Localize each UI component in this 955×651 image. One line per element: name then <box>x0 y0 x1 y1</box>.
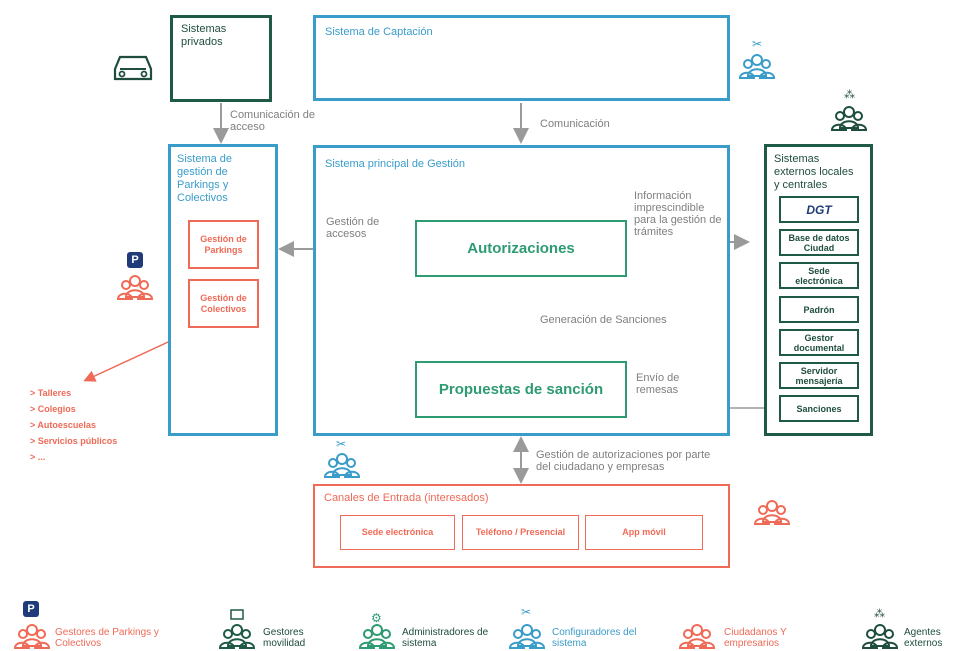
colectivos-list: > Talleres > Colegios > Autoescuelas > S… <box>30 385 117 465</box>
list-item: > ... <box>30 452 46 462</box>
gestion-accesos-label: Gestión de accesos <box>326 216 380 240</box>
configuradores-people-icon <box>739 54 775 79</box>
servidor-mensajeria-box[interactable]: Servidor mensajería <box>779 362 859 389</box>
canal-app-movil-label: App móvil <box>622 527 666 537</box>
screen-icon <box>230 609 244 620</box>
sistema-principal-title: Sistema principal de Gestión <box>325 158 466 170</box>
sistema-captacion-box: Sistema de Captación <box>313 15 730 101</box>
list-item: > Colegios <box>30 404 76 414</box>
sanciones-label: Sanciones <box>796 403 842 414</box>
list-item: > Talleres <box>30 388 72 398</box>
sanciones-box[interactable]: Sanciones <box>779 395 859 422</box>
propuestas-sancion-label: Propuestas de sanción <box>438 381 604 398</box>
canal-telefono-presencial-label: Teléfono / Presencial <box>475 527 566 537</box>
legend-administradores: Administradores de sistema <box>402 627 489 649</box>
sede-electronica-ext-label: Sede electrónica <box>795 265 843 286</box>
comunicacion-label: Comunicación <box>540 118 610 130</box>
sistemas-externos-title: Sistemas externos locales y centrales <box>774 153 854 191</box>
legend-ciudadanos: Ciudadanos Y empresarios <box>724 627 787 649</box>
legend-gestores-parkings: Gestores de Parkings y Colectivos <box>55 627 159 649</box>
configuradores-people-icon <box>324 453 360 478</box>
sistemas-privados-title: Sistemas privados <box>181 23 227 48</box>
envio-remesas-label: Envío de remesas <box>636 372 680 396</box>
legend-gestores-movilidad: Gestores movilidad <box>263 627 306 649</box>
gestores-parkings-people-icon <box>117 275 153 300</box>
autorizaciones-box[interactable]: Autorizaciones <box>415 220 627 277</box>
wrench-icon: ✂ <box>521 605 531 619</box>
car-icon <box>113 55 153 81</box>
legend-agentes: Agentes externos <box>904 627 943 649</box>
legend-administradores-icon <box>359 624 395 649</box>
generacion-sanciones-label: Generación de Sanciones <box>540 314 667 326</box>
canal-sede-electronica-label: Sede electrónica <box>361 527 434 537</box>
legend-configuradores: Configuradores del sistema <box>552 627 637 649</box>
padron-box[interactable]: Padrón <box>779 296 859 323</box>
gestor-documental-label: Gestor documental <box>793 332 845 353</box>
gestor-documental-box[interactable]: Gestor documental <box>779 329 859 356</box>
propuestas-sancion-box[interactable]: Propuestas de sanción <box>415 361 627 418</box>
base-datos-ciudad-label: Base de datos Ciudad <box>788 232 850 253</box>
gear-icon: ⚙ <box>371 611 382 625</box>
legend-configuradores-icon <box>509 624 545 649</box>
gestion-autorizaciones-label: Gestión de autorizaciones por parte del … <box>536 449 711 473</box>
list-item: > Autoescuelas <box>30 420 96 430</box>
parking-badge: P <box>127 252 143 268</box>
gestion-colectivos-label: Gestión de Colectivos <box>200 292 247 314</box>
servidor-mensajeria-label: Servidor mensajería <box>795 365 843 386</box>
canal-telefono-presencial[interactable]: Teléfono / Presencial <box>462 515 579 550</box>
gestion-parkings-box[interactable]: Gestión de Parkings <box>188 220 259 269</box>
agentes-externos-people-icon <box>831 106 867 131</box>
canal-sede-electronica[interactable]: Sede electrónica <box>340 515 455 550</box>
list-item: > Servicios públicos <box>30 436 118 446</box>
gestion-parkings-label: Gestión de Parkings <box>200 233 247 255</box>
parkings-colectivos-title: Sistema de gestión de Parkings y Colecti… <box>177 153 233 204</box>
parking-badge: P <box>23 601 39 617</box>
legend-gestores-parkings-icon <box>14 624 50 649</box>
canal-app-movil[interactable]: App móvil <box>585 515 703 550</box>
sistemas-privados-box: Sistemas privados <box>170 15 272 102</box>
canales-entrada-title: Canales de Entrada (interesados) <box>324 492 489 504</box>
informacion-label: Información imprescindible para la gesti… <box>634 190 722 238</box>
gestion-colectivos-box[interactable]: Gestión de Colectivos <box>188 279 259 328</box>
base-datos-ciudad-box[interactable]: Base de datos Ciudad <box>779 229 859 256</box>
legend-agentes-icon <box>862 624 898 649</box>
legend-gestores-movilidad-icon <box>219 624 255 649</box>
wrench-icon: ✂ <box>336 437 346 451</box>
autorizaciones-label: Autorizaciones <box>467 240 575 257</box>
wrench-icon: ✂ <box>752 37 762 51</box>
network-icon: ⁂ <box>874 607 885 620</box>
dgt-logo: DGT <box>806 202 832 217</box>
sistemas-externos-box: Sistemas externos locales y centrales <box>764 144 873 436</box>
padron-label: Padrón <box>803 304 835 315</box>
sistema-captacion-title: Sistema de Captación <box>325 26 433 38</box>
dgt-logo-box[interactable]: DGT <box>779 196 859 223</box>
legend-ciudadanos-icon <box>679 624 715 649</box>
network-icon: ⁂ <box>844 88 855 101</box>
sede-electronica-ext-box[interactable]: Sede electrónica <box>779 262 859 289</box>
canales-entrada-box: Canales de Entrada (interesados) <box>313 484 730 568</box>
ciudadanos-people-icon <box>754 500 790 525</box>
comunicacion-acceso-label: Comunicación de acceso <box>230 109 315 133</box>
